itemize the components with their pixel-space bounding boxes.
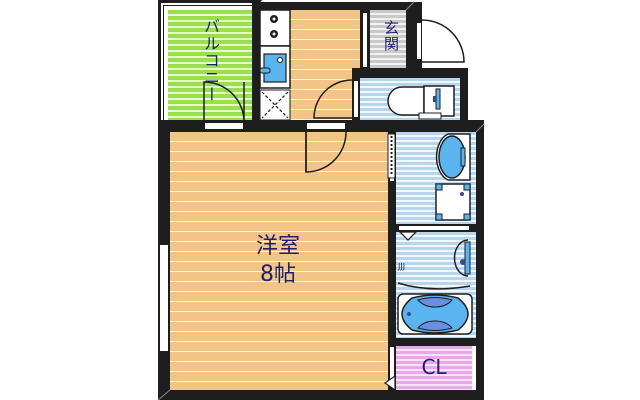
balcony-floor <box>168 10 252 122</box>
wall <box>476 120 484 400</box>
wall <box>388 132 396 390</box>
balcony-railing <box>158 0 262 130</box>
door-swing-icon <box>421 19 465 63</box>
wall <box>396 338 476 346</box>
front-door-opening[interactable] <box>416 22 422 60</box>
kitchen-door-opening[interactable] <box>306 122 346 130</box>
room-size: 8帖 <box>260 262 296 287</box>
balcony-door-opening[interactable] <box>204 122 244 130</box>
balcony-label: バルコニー <box>201 18 220 103</box>
room-type: 洋室 <box>255 234 300 259</box>
curtain-icon <box>387 133 396 179</box>
kitchen-floor <box>290 10 360 122</box>
door-marker-icon <box>383 374 396 392</box>
door-swing-icon <box>203 81 245 123</box>
washbasin-icon <box>435 133 471 181</box>
door-swing-icon <box>313 79 354 119</box>
closet-label: CL <box>421 355 447 379</box>
drain-marks: JJJ <box>397 262 405 271</box>
door-marker-icon <box>398 231 418 241</box>
wall <box>252 2 260 128</box>
balcony-railing-inner <box>163 5 257 125</box>
wall <box>352 68 468 78</box>
bathroom-door-opening[interactable] <box>398 225 470 231</box>
entrance-label: 玄関 <box>382 20 400 52</box>
wall <box>158 390 484 400</box>
washing-machine-icon <box>435 183 471 221</box>
wall <box>460 68 468 130</box>
western-room-floor <box>170 132 388 390</box>
window <box>159 244 169 352</box>
stove-burner-icon <box>270 15 278 38</box>
bath-curtain-icon <box>397 282 471 290</box>
closet-floor <box>396 346 472 390</box>
toilet-icon <box>387 85 455 120</box>
shower-icon <box>453 239 471 277</box>
bathtub-icon <box>397 293 473 335</box>
toilet-door-opening[interactable] <box>353 80 359 118</box>
western-room-label: 洋室 8帖 <box>228 233 328 289</box>
wall <box>252 2 422 10</box>
entrance-floor <box>370 10 406 68</box>
refrigerator-space-icon <box>261 91 289 119</box>
entrance-step <box>362 12 368 68</box>
door-swing-icon <box>305 131 347 173</box>
